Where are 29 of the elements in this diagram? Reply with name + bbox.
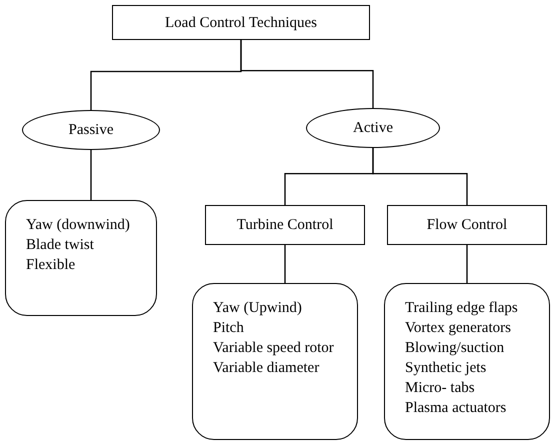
node-label: Flow Control	[426, 216, 508, 235]
category-box	[112, 5, 370, 40]
node-label: Active	[353, 119, 393, 138]
list-item: Yaw (Upwind)	[213, 299, 302, 318]
list-item: Blade twist	[26, 236, 94, 255]
category-box	[387, 205, 547, 245]
list-item: Variable diameter	[213, 359, 320, 378]
list-item: Trailing edge flaps	[405, 299, 518, 318]
category-box	[205, 205, 365, 245]
connector-line	[240, 40, 374, 108]
list-item: Yaw (downwind)	[26, 216, 130, 235]
list-item: Micro- tabs	[405, 379, 475, 398]
connector-line	[284, 245, 286, 283]
list-item: Variable speed rotor	[213, 339, 334, 358]
list-box	[384, 283, 550, 440]
node-label: Passive	[68, 121, 114, 140]
list-item: Synthetic jets	[405, 359, 486, 378]
list-item: Blowing/suction	[405, 339, 504, 358]
list-item: Plasma actuators	[405, 399, 506, 418]
list-item: Flexible	[26, 256, 76, 275]
list-box	[192, 283, 358, 440]
list-box	[5, 200, 157, 316]
node-label: Turbine Control	[236, 216, 334, 235]
node-label: Load Control Techniques	[165, 14, 317, 32]
connector-line	[466, 245, 468, 283]
list-item: Pitch	[213, 319, 244, 338]
connector-line	[90, 150, 92, 200]
connector-line	[372, 148, 468, 205]
list-item: Vortex generators	[405, 319, 511, 338]
